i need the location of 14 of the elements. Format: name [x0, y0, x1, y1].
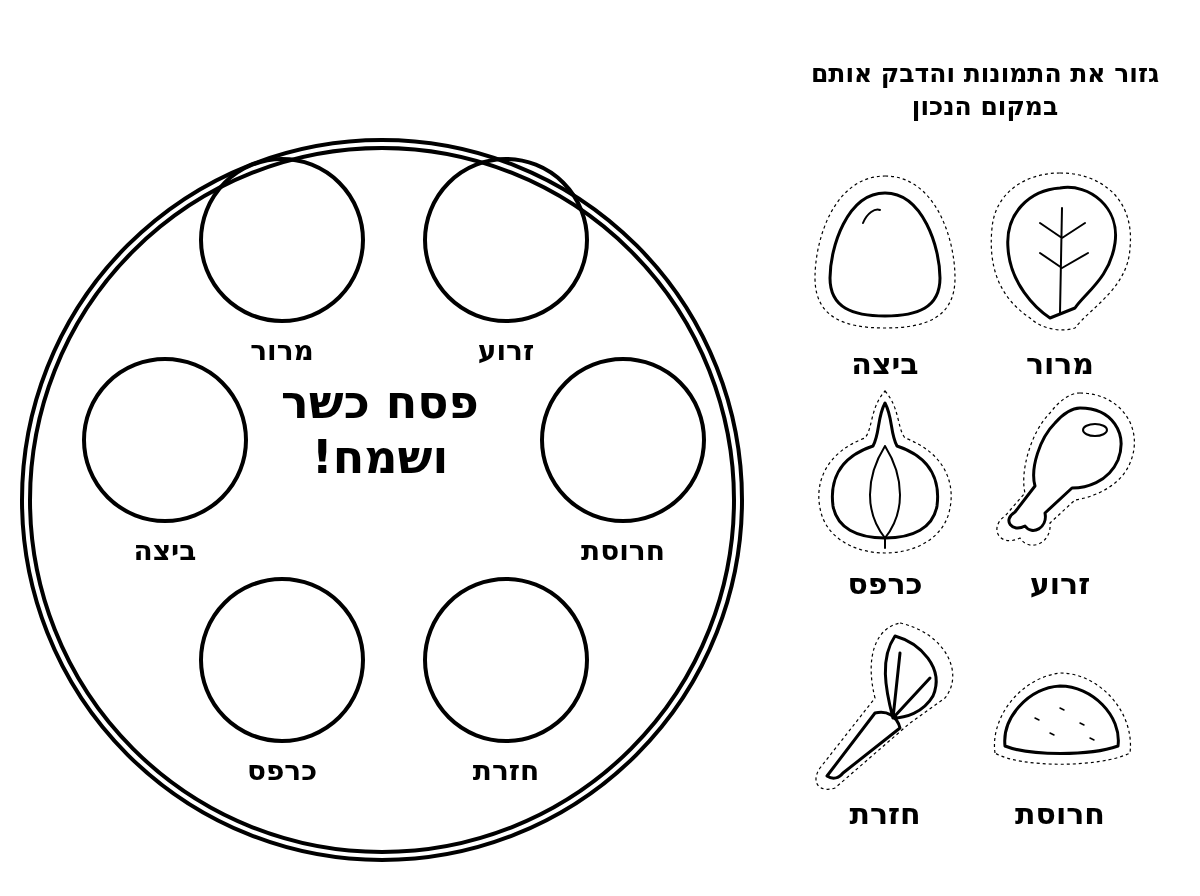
circle-label: מרור — [250, 337, 314, 365]
cutout-label: ביצה — [851, 349, 919, 379]
circle-label: כרפס — [246, 757, 318, 785]
circle-label: חזרת — [472, 757, 540, 785]
circle-label: זרוע — [477, 337, 535, 365]
cutout-label: זרוע — [1029, 569, 1091, 599]
cutout-label: חזרת — [849, 799, 921, 829]
cutout-label: מרור — [1025, 349, 1095, 379]
instruction-title: גזור את התמונות והדבק אותם במקום הנכון — [809, 58, 1161, 123]
cutout-label: כרפס — [847, 569, 923, 599]
circle-label: ביצה — [133, 537, 197, 565]
cutout-label: חרוסת — [1015, 799, 1105, 829]
circle-label: חרוסת — [581, 537, 665, 565]
plate-greeting: פסח כשר ושמח! — [280, 375, 480, 486]
